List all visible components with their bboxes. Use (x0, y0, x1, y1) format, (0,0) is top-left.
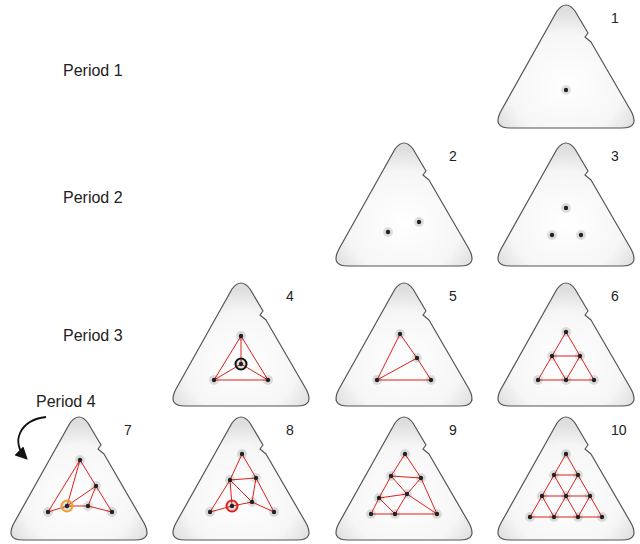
tile-number: 3 (611, 148, 619, 164)
period-label: Period 1 (63, 62, 123, 80)
tile-number: 10 (611, 422, 627, 438)
period-label: Period 4 (36, 393, 96, 411)
period-tile: 4 (170, 280, 312, 408)
period-tile: 3 (495, 140, 637, 268)
tile-number: 9 (449, 422, 457, 438)
tile-number: 6 (611, 288, 619, 304)
period-tile: 9 (333, 414, 475, 542)
period-tile: 6 (495, 280, 637, 408)
period-label: Period 2 (63, 189, 123, 207)
period-tile: 2 (333, 140, 475, 268)
period-tile: 1 (495, 2, 637, 130)
period-tile: 5 (333, 280, 475, 408)
period-tile: 10 (495, 414, 637, 542)
period-tile: 8 (170, 414, 312, 542)
tile-number: 7 (124, 422, 132, 438)
tile-number: 1 (611, 10, 619, 26)
period-tile: 7 (8, 414, 150, 542)
tile-number: 8 (286, 422, 294, 438)
period-label: Period 3 (63, 327, 123, 345)
tile-number: 5 (449, 288, 457, 304)
tile-number: 4 (286, 288, 294, 304)
tile-number: 2 (449, 148, 457, 164)
